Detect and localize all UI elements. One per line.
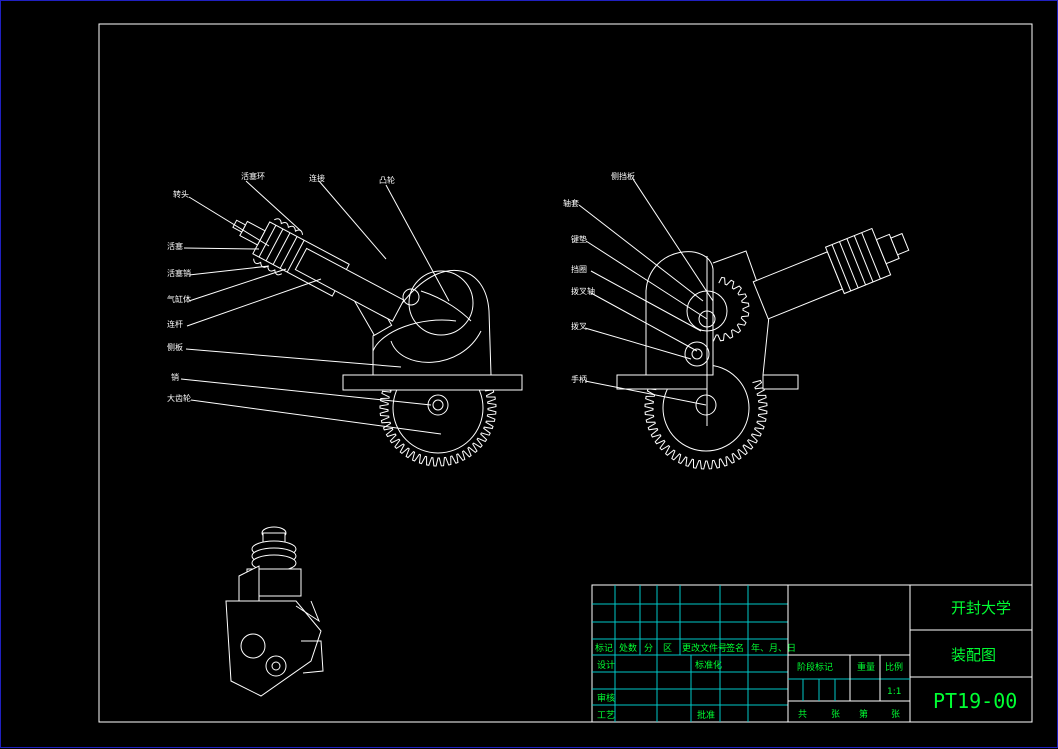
label-shoubing: 手柄 bbox=[571, 374, 587, 384]
row-review: 审核 bbox=[597, 692, 615, 704]
header-change-file: 更改文件号 bbox=[682, 642, 727, 654]
cam-circle bbox=[408, 270, 474, 336]
label-bochazhou: 拨叉轴 bbox=[571, 286, 595, 296]
header-date: 年、月、日 bbox=[751, 642, 796, 654]
drawing-number: PT19-00 bbox=[933, 689, 1017, 713]
large-gear bbox=[379, 383, 497, 467]
label-ceban: 侧板 bbox=[167, 342, 183, 352]
drawing-border bbox=[98, 23, 1033, 723]
cylinder-assembly bbox=[232, 218, 405, 322]
label-zhuantou: 转头 bbox=[173, 189, 189, 199]
sheet-total: 共 bbox=[798, 709, 807, 720]
drawing-title: 装配图 bbox=[951, 646, 996, 664]
right-labels: 侧挡板 轴套 键垫 挡圈 拨叉轴 拨叉 手柄 bbox=[563, 171, 635, 384]
sheet-unit-1: 张 bbox=[831, 709, 840, 720]
connecting-rod bbox=[294, 247, 405, 322]
label-bocha: 拨叉 bbox=[571, 321, 587, 331]
header-count: 处数 bbox=[619, 642, 637, 654]
label-qigangti: 气缸体 bbox=[167, 294, 191, 304]
sheet-number: 第 bbox=[859, 708, 868, 720]
revision-grid bbox=[592, 585, 788, 722]
right-cylinder bbox=[752, 227, 910, 320]
label-liangan: 连杆 bbox=[167, 319, 183, 329]
label-huosaixiao: 活塞销 bbox=[167, 268, 191, 278]
label-lianjie: 连接 bbox=[309, 173, 325, 183]
right-leaders bbox=[578, 178, 714, 406]
base-plate bbox=[342, 374, 523, 391]
header-mark: 标记 bbox=[595, 642, 613, 654]
left-leaders bbox=[180, 180, 450, 435]
label-jiandian: 键垫 bbox=[571, 234, 587, 244]
label-tulun: 凸轮 bbox=[379, 175, 395, 185]
header-zone: 区 bbox=[663, 643, 672, 654]
label-dangquan: 挡圈 bbox=[571, 264, 587, 274]
header-signature: 签名 bbox=[726, 642, 744, 654]
right-base-plate bbox=[616, 374, 708, 390]
label-huosai: 活塞 bbox=[167, 241, 183, 251]
right-small-gear bbox=[709, 276, 750, 342]
row-standard: 标准化 bbox=[695, 659, 722, 671]
label-xiao: 销 bbox=[171, 372, 179, 382]
stage-mark-label: 阶段标记 bbox=[797, 661, 833, 673]
row-process: 工艺 bbox=[597, 710, 615, 721]
label-cedangban: 侧挡板 bbox=[611, 171, 635, 181]
title-block: 标记 处数 分 区 更改文件号 签名 年、月、日 设计 标准化 审核 工艺 批准… bbox=[591, 584, 1033, 723]
right-side-plate bbox=[645, 251, 714, 376]
right-large-gear bbox=[644, 379, 768, 470]
label-zhoutao: 轴套 bbox=[563, 198, 579, 208]
row-approve: 批准 bbox=[697, 709, 715, 721]
weight-label: 重量 bbox=[857, 661, 875, 673]
school-name: 开封大学 bbox=[951, 599, 1011, 617]
label-dachilun: 大齿轮 bbox=[167, 393, 191, 403]
label-huosaihuan: 活塞环 bbox=[241, 171, 265, 181]
side-plate bbox=[372, 269, 492, 376]
scale-value: 1:1 bbox=[887, 687, 901, 697]
header-part: 分 bbox=[644, 643, 653, 654]
left-assembly-view: 转头 活塞环 连接 凸轮 活塞 活塞销 气缸体 连杆 侧板 销 大齿轮 bbox=[167, 171, 523, 467]
right-assembly-view: 侧挡板 轴套 键垫 挡圈 拨叉轴 拨叉 手柄 bbox=[563, 171, 910, 470]
row-design: 设计 bbox=[597, 659, 615, 671]
left-labels: 转头 活塞环 连接 凸轮 活塞 活塞销 气缸体 连杆 侧板 销 大齿轮 bbox=[167, 171, 395, 403]
isometric-view bbox=[225, 526, 324, 697]
scale-label: 比例 bbox=[885, 661, 903, 673]
sheet-unit-2: 张 bbox=[891, 709, 900, 720]
